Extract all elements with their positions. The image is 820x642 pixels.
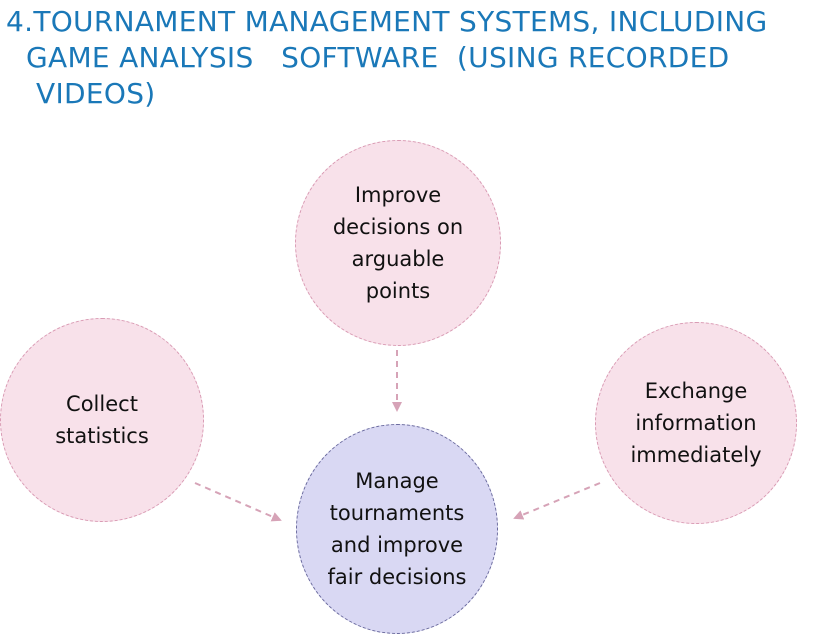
node-improve-decisions: Improve decisions on arguable points	[295, 140, 501, 346]
node-line: Exchange	[644, 379, 748, 403]
node-line: arguable	[351, 247, 445, 271]
node-line: information	[635, 411, 757, 435]
node-line: statistics	[55, 424, 149, 448]
node-line: tournaments	[329, 501, 465, 525]
node-improve-decisions-label: Improve decisions on arguable points	[333, 179, 463, 307]
node-exchange-information-label: Exchange information immediately	[630, 375, 761, 471]
node-manage-tournaments-label: Manage tournaments and improve fair deci…	[328, 465, 467, 593]
node-line: Manage	[355, 469, 439, 493]
node-line: points	[365, 279, 431, 303]
node-collect-statistics-label: Collect statistics	[55, 388, 149, 452]
node-line: fair decisions	[327, 565, 467, 589]
node-line: decisions on	[332, 215, 464, 239]
arrow-right-to-center	[513, 482, 601, 520]
slide-title: 4.TOURNAMENT MANAGEMENT SYSTEMS, INCLUDI…	[6, 4, 816, 112]
node-line: Collect	[66, 392, 138, 416]
node-line: Improve	[354, 183, 442, 207]
node-line: immediately	[630, 443, 762, 467]
node-line: and improve	[330, 533, 464, 557]
node-manage-tournaments: Manage tournaments and improve fair deci…	[296, 424, 498, 634]
title-line-1: 4.TOURNAMENT MANAGEMENT SYSTEMS, INCLUDI…	[6, 5, 768, 38]
node-collect-statistics: Collect statistics	[0, 318, 204, 522]
title-line-3: VIDEOS)	[36, 77, 156, 110]
arrow-left-to-center	[194, 482, 282, 522]
node-exchange-information: Exchange information immediately	[595, 322, 797, 524]
title-line-2: GAME ANALYSIS SOFTWARE (USING RECORDED	[26, 41, 730, 74]
